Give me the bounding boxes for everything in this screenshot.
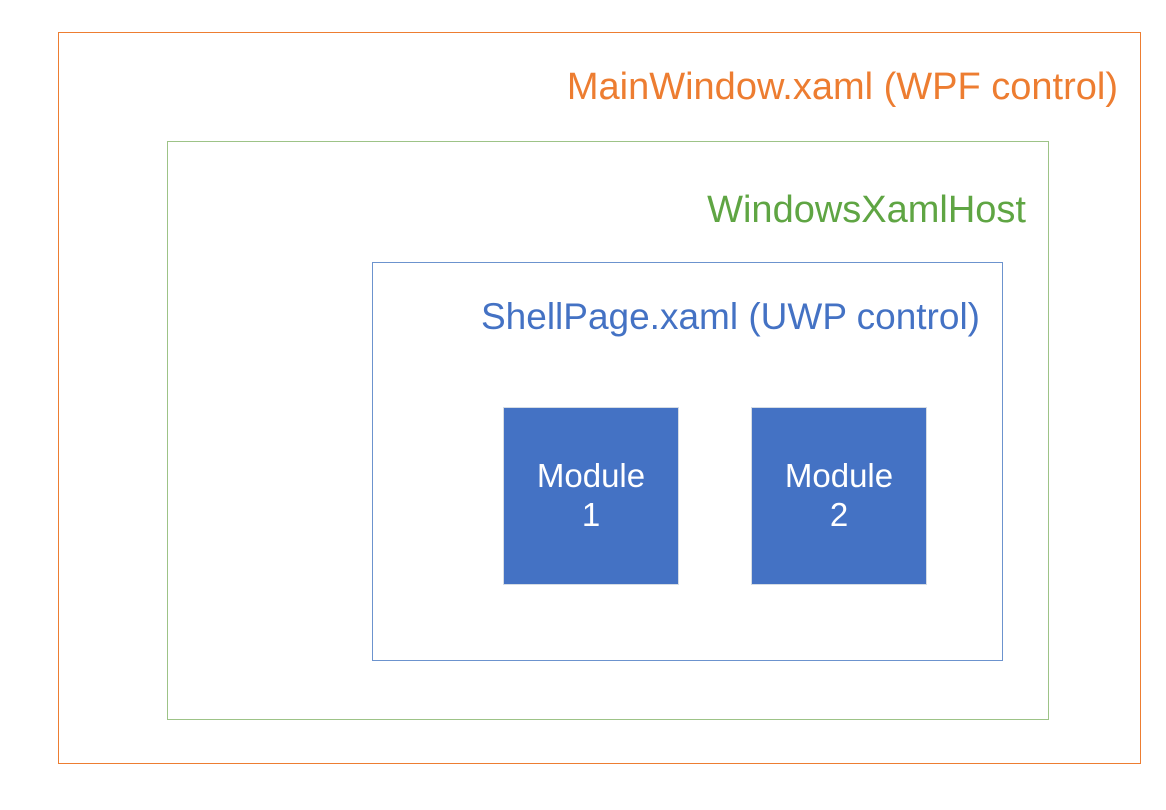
container-mainwindow-wpf: MainWindow.xaml (WPF control) WindowsXam… xyxy=(58,32,1141,764)
container-shellpage-uwp: ShellPage.xaml (UWP control) Module 1 Mo… xyxy=(372,262,1003,661)
module-group: Module 1 Module 2 xyxy=(503,407,927,585)
container-label-shellpage: ShellPage.xaml (UWP control) xyxy=(481,296,980,337)
module-tile-2-name: Module xyxy=(784,457,894,495)
container-label-windowsxamlhost: WindowsXamlHost xyxy=(707,189,1026,231)
module-tile-2: Module 2 xyxy=(751,407,927,585)
container-label-mainwindow: MainWindow.xaml (WPF control) xyxy=(566,66,1118,108)
container-windowsxamlhost: WindowsXamlHost ShellPage.xaml (UWP cont… xyxy=(167,141,1049,720)
module-tile-1-number: 1 xyxy=(581,496,601,533)
module-tile-2-number: 2 xyxy=(829,496,849,533)
module-tile-1: Module 1 xyxy=(503,407,679,585)
module-tile-1-name: Module xyxy=(536,457,646,495)
